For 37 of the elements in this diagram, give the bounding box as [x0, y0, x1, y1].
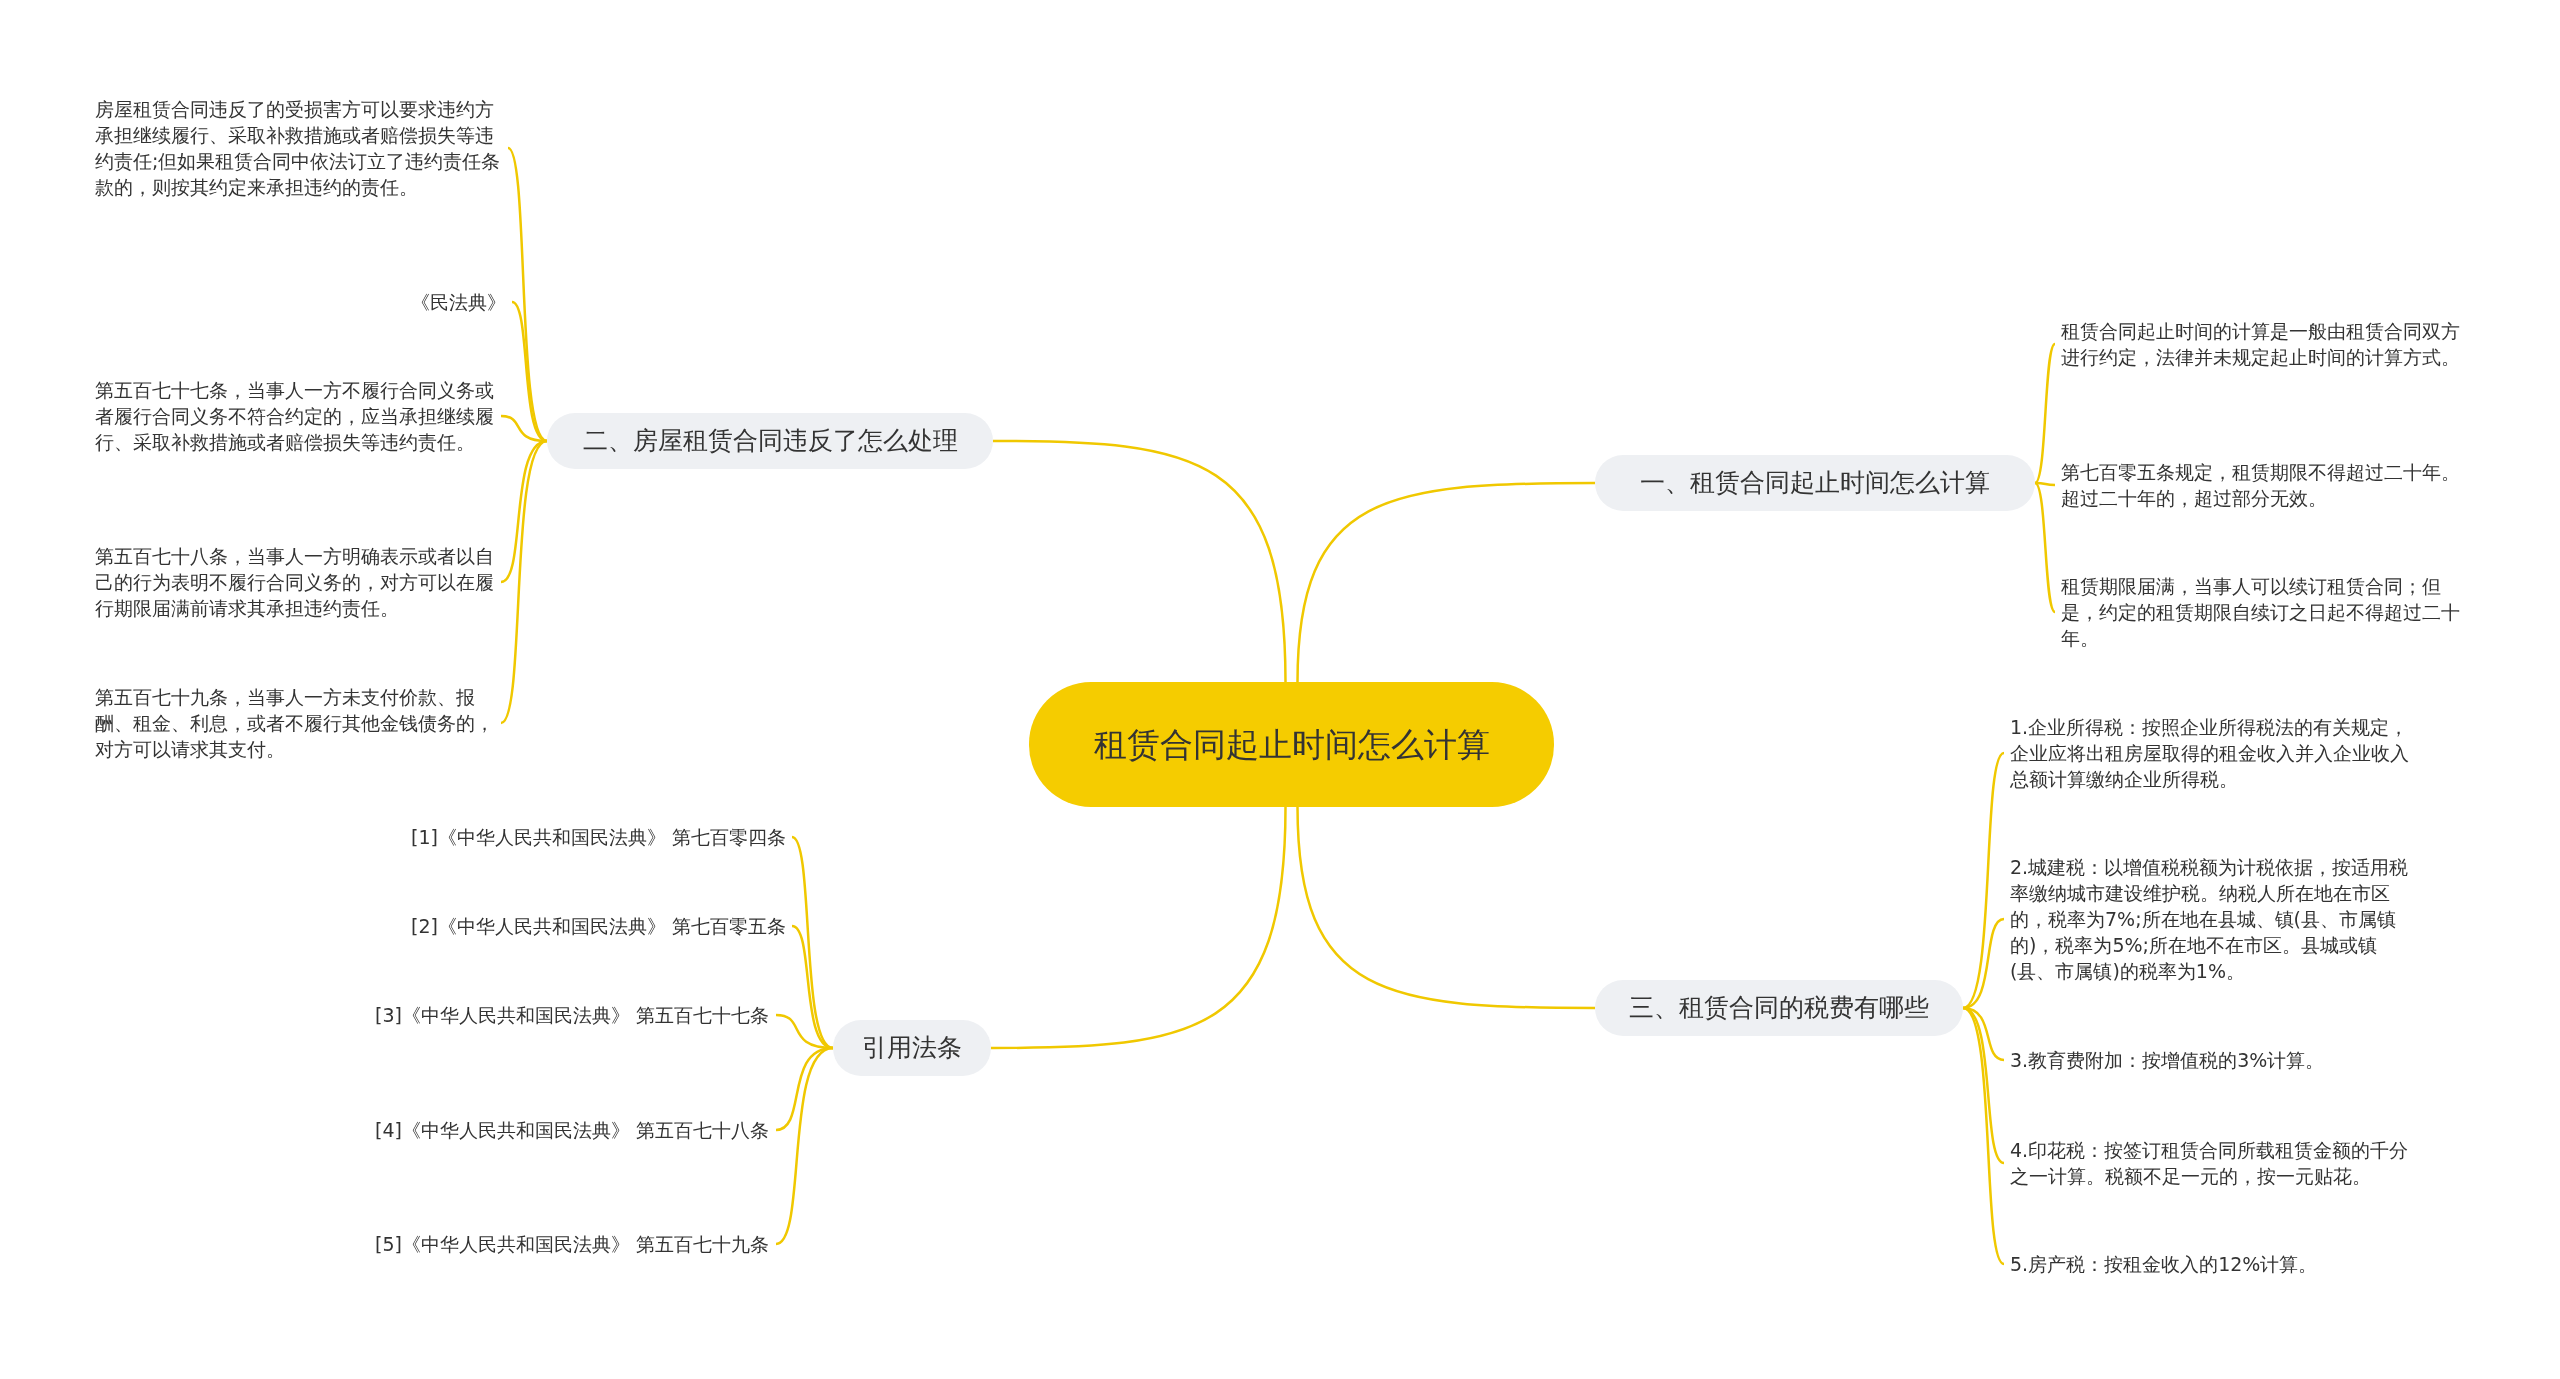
connector-line — [993, 439, 1287, 683]
note-text: [5]《中华人民共和国民法典》 第五百七十九条 — [375, 1231, 770, 1257]
note-text: [3]《中华人民共和国民法典》 第五百七十七条 — [375, 1002, 770, 1028]
note-text: [2]《中华人民共和国民法典》 第七百零五条 — [410, 913, 786, 939]
note-text: 4.印花税：按签订租赁合同所载租赁金额的千分之一计算。税额不足一元的，按一元贴花。 — [2010, 1137, 2410, 1189]
connector-line — [791, 924, 834, 1050]
note-text: 租赁期限届满，当事人可以续订租赁合同；但是，约定的租赁期限自续订之日起不得超过二十年。 — [2061, 573, 2461, 651]
central-topic: 租赁合同起止时间怎么计算 — [1029, 682, 1554, 807]
connector-line — [775, 1046, 834, 1246]
note-text: 房屋租赁合同违反了的受损害方可以要求违约方承担继续履行、采取补救措施或者赔偿损失等违约责任;但如果租赁合同中依法订立了违约责任条款的，则按其约定来承担违约的责任。 — [95, 96, 502, 200]
connector-line — [1296, 481, 1595, 683]
note-text: 《民法典》 — [410, 289, 506, 315]
note-text: 第七百零五条规定，租赁期限不得超过二十年。超过二十年的，超过部分无效。 — [2061, 459, 2461, 511]
note-text: 1.企业所得税：按照企业所得税法的有关规定，企业应将出租房屋取得的租金收入并入企业收入总额计算缴纳企业所得税。 — [2010, 714, 2410, 792]
connector-line — [991, 806, 1287, 1050]
note-text: 5.房产税：按租金收入的12%计算。 — [2010, 1251, 2319, 1277]
connector-line — [2034, 343, 2056, 484]
note-text: 第五百七十八条，当事人一方明确表示或者以自己的行为表明不履行合同义务的，对方可以在履行期限届满前请求其承担违约责任。 — [95, 543, 495, 621]
note-text: [1]《中华人民共和国民法典》 第七百零四条 — [410, 824, 786, 850]
connector-line — [511, 300, 548, 443]
connector-line — [500, 439, 548, 724]
connector-line — [791, 836, 834, 1050]
connector-line — [1962, 1006, 2005, 1265]
note-text: 2.城建税：以增值税税额为计税依据，按适用税率缴纳城市建设维护税。纳税人所在地在市区的，税率为7%;所在地在县城、镇(县、市属镇的)，税率为5%;所在地不在市区。县城或镇(县、市属镇)的税率为1%。 — [2010, 854, 2410, 984]
connector-line — [2034, 481, 2056, 487]
connector-line — [1962, 752, 2005, 1010]
topic-pill: 三、租赁合同的税费有哪些 — [1595, 980, 1963, 1036]
topic-pill: 二、房屋租赁合同违反了怎么处理 — [547, 413, 993, 469]
note-text: 第五百七十七条，当事人一方不履行合同义务或者履行合同义务不符合约定的，应当承担继续履行、采取补救措施或者赔偿损失等违约责任。 — [95, 377, 495, 455]
connector-line — [2034, 482, 2056, 613]
note-text: 第五百七十九条，当事人一方未支付价款、报酬、租金、利息，或者不履行其他金钱债务的，对方可以请求其支付。 — [95, 684, 495, 762]
note-text: 3.教育费附加：按增值税的3%计算。 — [2010, 1047, 2326, 1073]
note-text: [4]《中华人民共和国民法典》 第五百七十八条 — [375, 1117, 770, 1143]
connector-line — [1296, 806, 1595, 1010]
note-text: 租赁合同起止时间的计算是一般由租赁合同双方进行约定，法律并未规定起止时间的计算方式。 — [2061, 318, 2461, 370]
topic-pill: 一、租赁合同起止时间怎么计算 — [1595, 455, 2035, 511]
topic-pill: 引用法条 — [833, 1020, 991, 1076]
